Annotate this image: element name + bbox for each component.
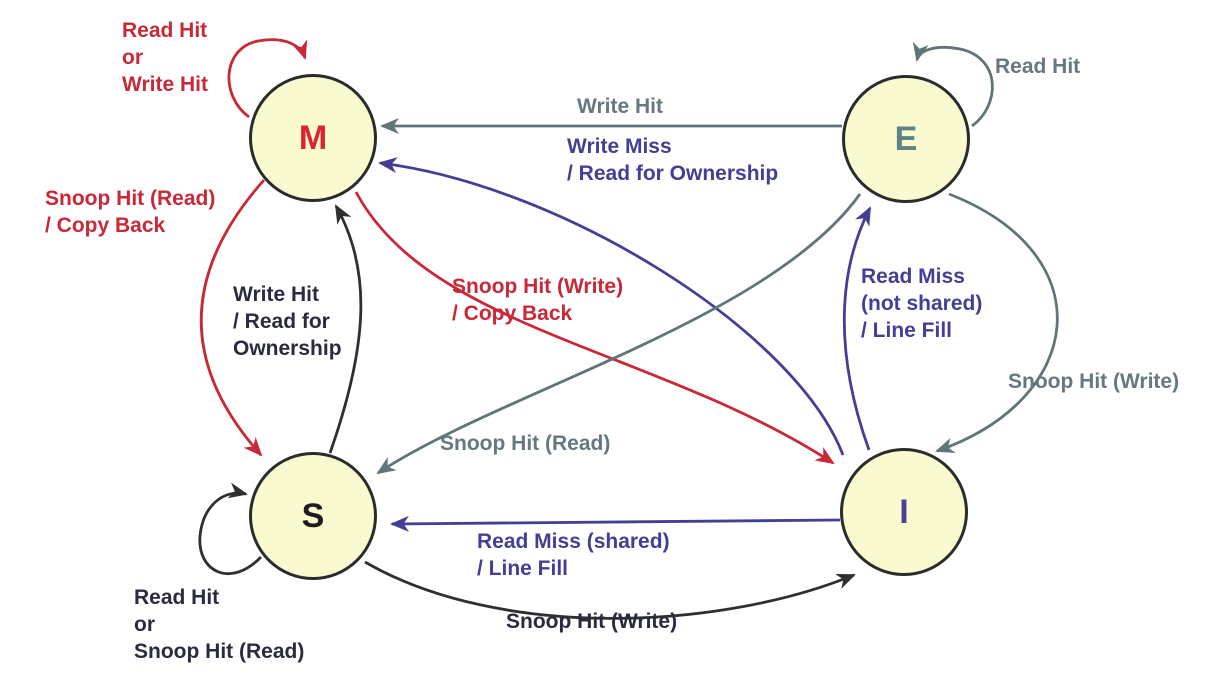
label-e-to-i-line: Snoop Hit (Write) (1008, 370, 1180, 393)
label-m-to-i: Snoop Hit (Write) / Copy Back (452, 273, 623, 327)
label-i-to-s-line: Read Miss (shared) (477, 530, 670, 553)
state-node-i: I (840, 448, 968, 576)
state-letter-i: I (899, 492, 909, 531)
edge-i-to-m (378, 157, 845, 456)
edge-i-to-s (390, 515, 841, 532)
label-s-to-m-line: Ownership (233, 337, 342, 360)
label-s-self-loop-line: Read Hit (134, 586, 220, 609)
label-s-self-loop-line: or (134, 613, 155, 636)
label-i-to-s-line: / Line Fill (477, 557, 569, 580)
label-e-to-s: Snoop Hit (Read) (440, 430, 610, 457)
edge-i-to-e (842, 206, 872, 451)
state-node-m: M (249, 74, 377, 202)
label-e-to-s-line: Snoop Hit (Read) (440, 432, 611, 455)
state-letter-m: M (298, 118, 328, 157)
label-i-to-m: Write Miss / Read for Ownership (567, 133, 778, 187)
label-e-self-loop: Read Hit (995, 53, 1080, 80)
edge-m-to-s (199, 179, 266, 457)
label-s-self-loop-line: Snoop Hit (Read) (134, 640, 305, 663)
state-node-e: E (842, 75, 970, 203)
label-i-to-e-line: / Line Fill (861, 319, 953, 342)
label-e-to-m: Write Hit (577, 93, 663, 120)
label-i-to-m-line: / Read for Ownership (567, 162, 779, 185)
label-m-self-loop-line: or (122, 46, 143, 69)
label-m-to-i-line: Snoop Hit (Write) (452, 275, 624, 298)
label-m-to-i-line: / Copy Back (452, 302, 573, 325)
label-s-to-m-line: / Read for (233, 310, 330, 333)
edge-e-to-s (376, 193, 862, 475)
label-m-self-loop-line: Write Hit (122, 73, 208, 96)
label-s-to-m-line: Write Hit (233, 283, 319, 306)
edge-m-self-loop (227, 38, 308, 119)
label-s-to-i: Snoop Hit (Write) (506, 608, 677, 635)
state-node-s: S (249, 452, 377, 580)
edge-s-to-m (328, 204, 363, 454)
label-m-self-loop-line: Read Hit (122, 19, 208, 42)
label-i-to-s: Read Miss (shared) / Line Fill (477, 528, 670, 582)
label-i-to-m-line: Write Miss (567, 135, 672, 158)
edge-m-to-i (354, 191, 835, 465)
edge-e-self-loop (912, 41, 994, 128)
label-m-to-s-line: / Copy Back (45, 214, 166, 237)
edge-s-self-loop (198, 482, 263, 576)
label-e-to-i: Snoop Hit (Write) (1008, 368, 1179, 395)
state-letter-s: S (301, 496, 325, 535)
label-i-to-e: Read Miss (not shared) / Line Fill (861, 263, 982, 344)
state-letter-e: E (894, 119, 918, 158)
edge-e-to-i (935, 192, 1059, 454)
label-e-to-m-line: Write Hit (577, 95, 663, 118)
label-i-to-e-line: (not shared) (861, 292, 983, 315)
label-s-to-i-line: Snoop Hit (Write) (506, 610, 678, 633)
label-m-to-s-line: Snoop Hit (Read) (45, 187, 216, 210)
label-i-to-e-line: Read Miss (861, 265, 965, 288)
label-m-to-s: Snoop Hit (Read) / Copy Back (45, 185, 215, 239)
edge-s-to-i (364, 560, 856, 620)
label-e-self-loop-line: Read Hit (995, 55, 1081, 78)
